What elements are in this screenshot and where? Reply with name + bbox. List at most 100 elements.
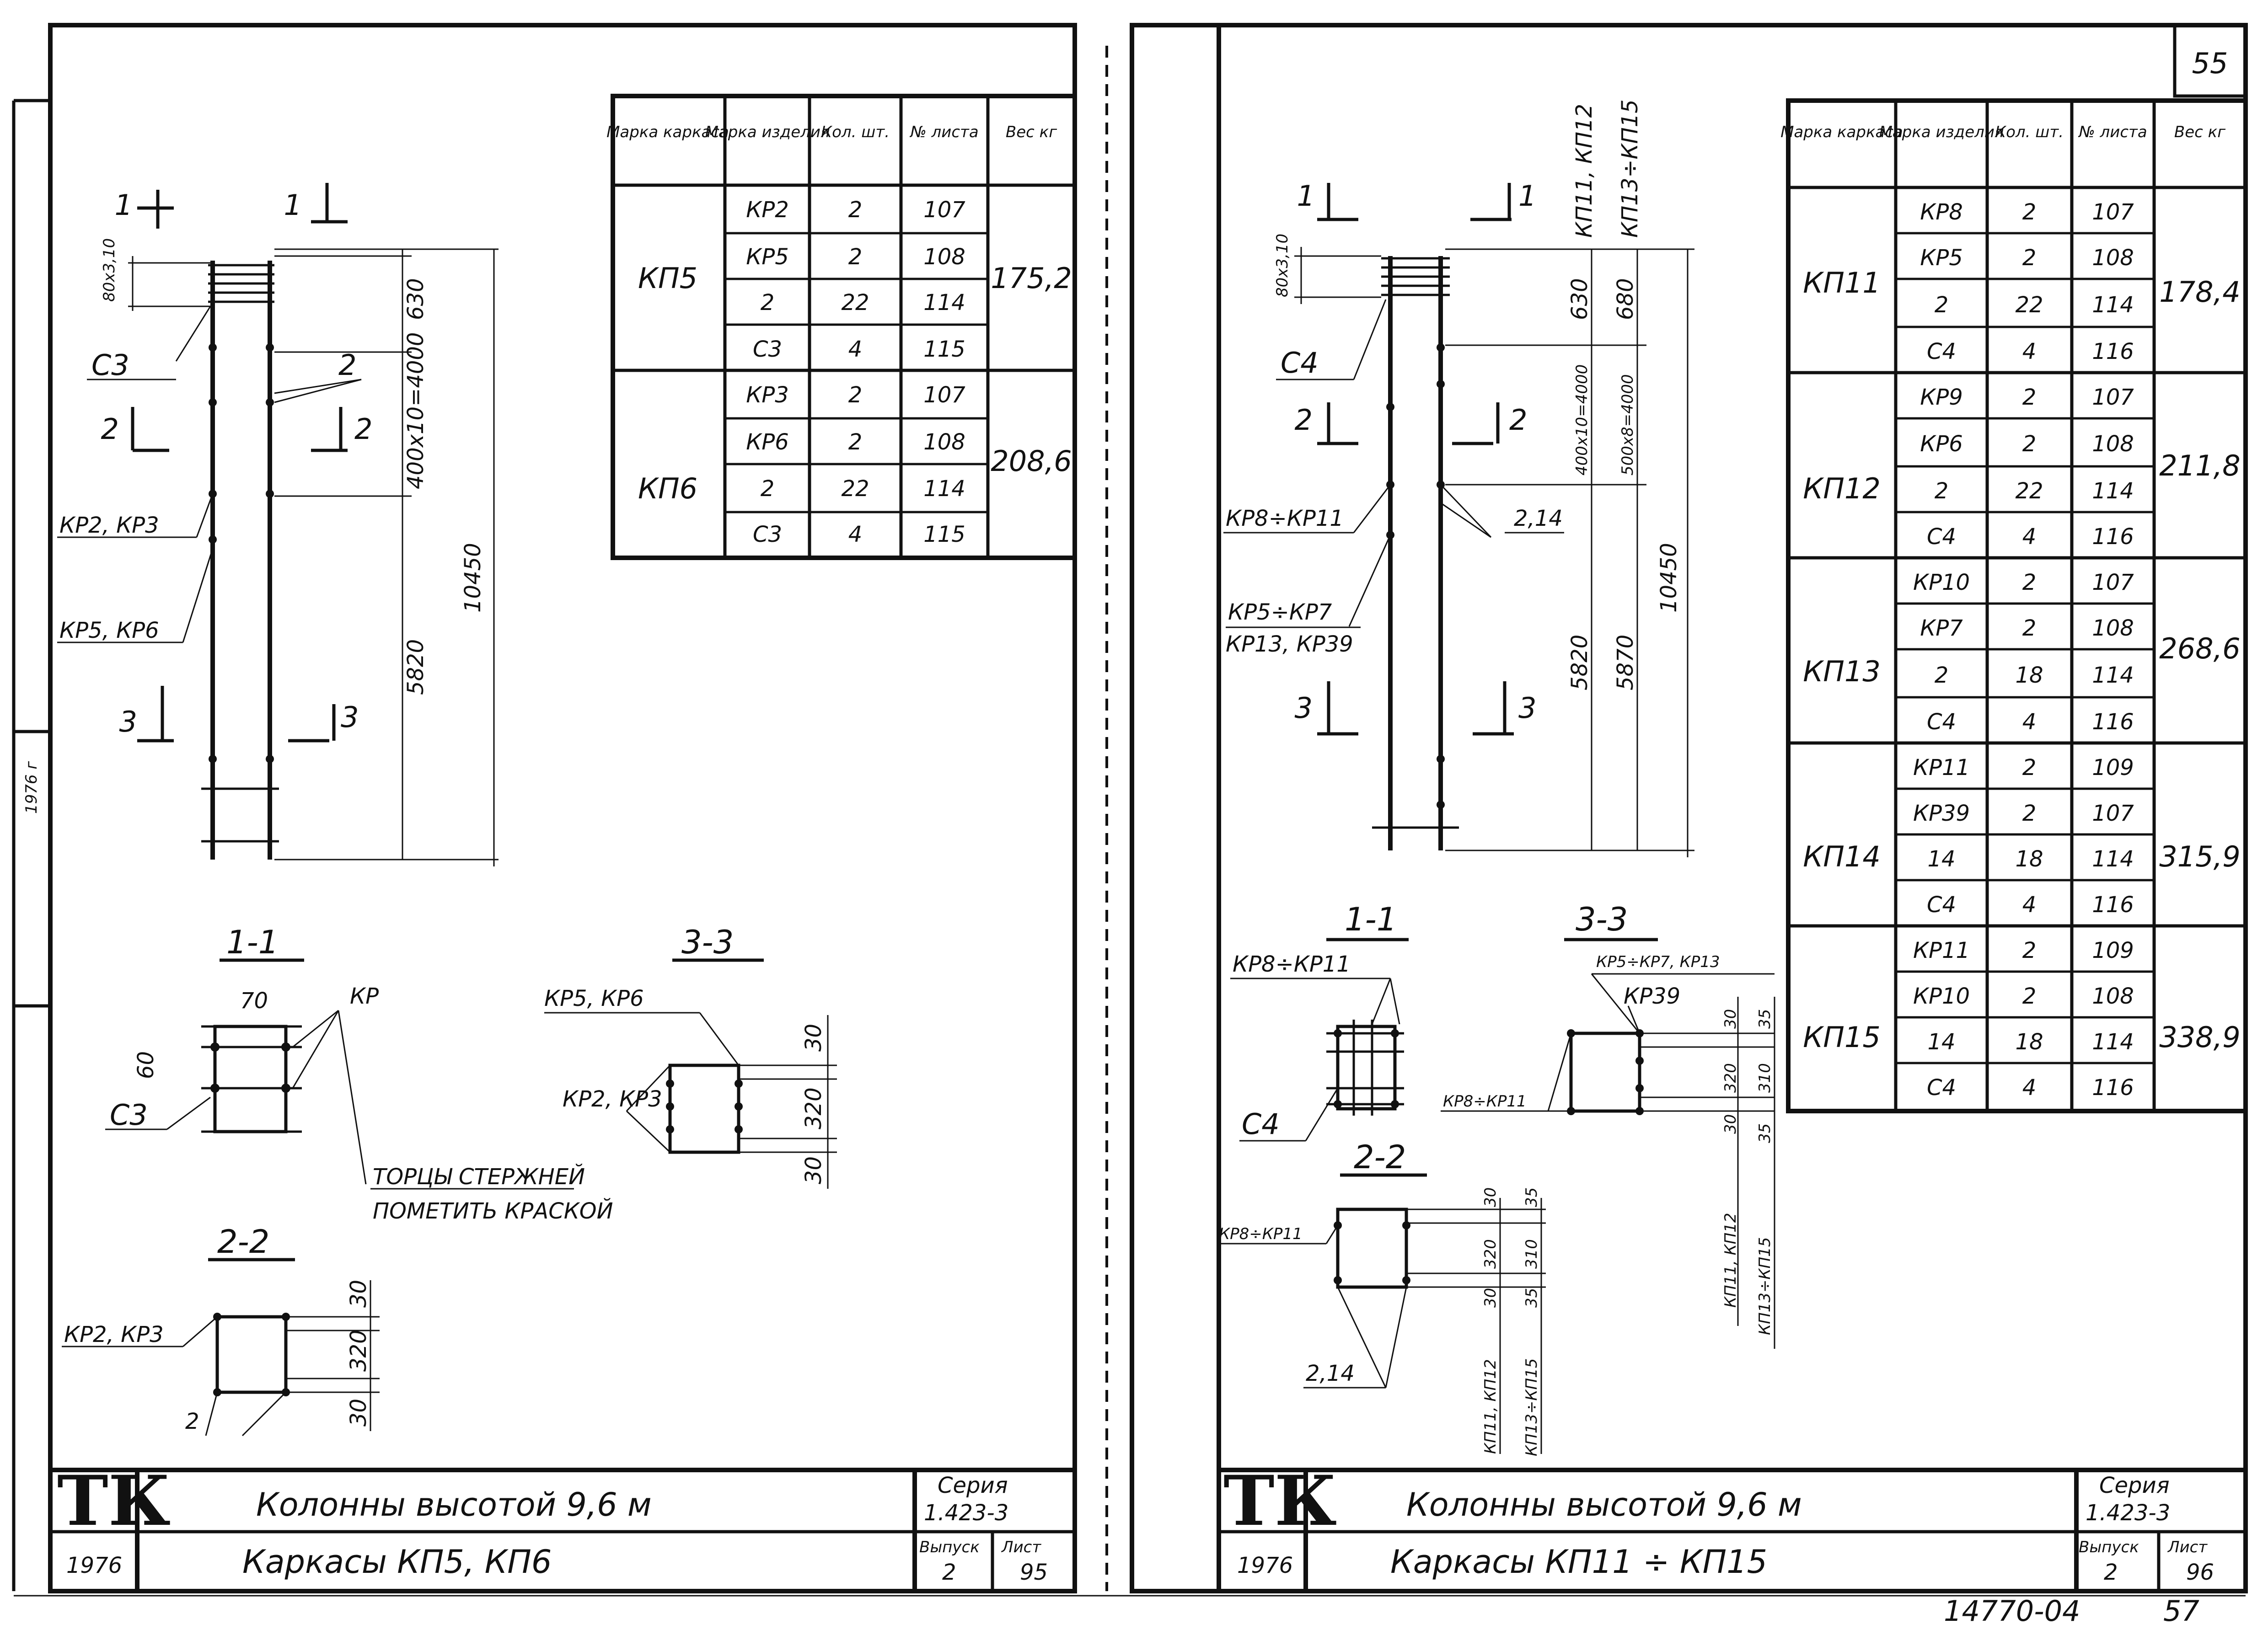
title-line-2: Каркасы КП5, КП6 [242, 1543, 552, 1581]
column-variant: КП13÷КП15 [1523, 1358, 1541, 1456]
label-2: 2 [185, 1409, 199, 1434]
table-cell: 108 [923, 429, 965, 455]
table-cell: 114 [2092, 846, 2134, 872]
frame-weight: 175,2 [991, 262, 1072, 295]
left-sheet-frame [48, 23, 1077, 1593]
table-cell: 4 [848, 522, 863, 547]
label-kr8-11: КР8÷КР11 [1443, 1092, 1527, 1111]
table-cell: 108 [2092, 245, 2134, 271]
table-cell: 4 [848, 337, 863, 362]
table-cell: 116 [2092, 524, 2134, 550]
column-variant: КП13÷КП15 [1756, 1237, 1774, 1335]
tk-logo: ТК [57, 1461, 171, 1541]
table-cell: КР6 [1920, 431, 1963, 457]
table-cell: 4 [2022, 709, 2037, 735]
dim-30: 30 [1481, 1288, 1500, 1308]
table-cell: 114 [2092, 663, 2134, 688]
table-cell: 18 [2015, 846, 2043, 872]
table-cell: 114 [2092, 478, 2134, 504]
frame-weight: 338,9 [2159, 1021, 2241, 1054]
label-kr8-11: КР8÷КР11 [1219, 1225, 1303, 1243]
label-c4: С4 [1281, 346, 1319, 379]
table-cell: 4 [2022, 339, 2037, 364]
table-cell: КР10 [1913, 570, 1970, 595]
table-cell: КР9 [1920, 385, 1963, 410]
dim-400: 400х10=4000 [403, 332, 429, 489]
section-mark: 2 [101, 412, 119, 446]
dim-70: 70 [240, 988, 268, 1014]
table-cell: КР11 [1913, 755, 1970, 780]
label-c3: С3 [110, 1098, 148, 1132]
table-cell: 116 [2092, 709, 2134, 735]
dim-30: 30 [801, 1024, 826, 1052]
dim-400: 400х10=4000 [1573, 364, 1591, 476]
frame-weight: 315,9 [2159, 840, 2241, 873]
dim-320: 320 [346, 1330, 371, 1372]
margin-stamp: 1976 г [22, 761, 41, 814]
label-kr5-7: КР5÷КР7 [1228, 599, 1332, 625]
section-title-2-2: 2-2 [217, 1223, 269, 1261]
dim-5820: 5820 [1567, 635, 1592, 690]
label-kr5-7-13: КР5÷КР7, КР13 [1596, 953, 1720, 971]
table-cell: 2 [2022, 199, 2037, 225]
table-cell: 108 [2092, 615, 2134, 641]
table-cell: КР39 [1913, 801, 1970, 826]
dim-total: 10450 [1656, 543, 1682, 613]
page-number-box [2173, 23, 2247, 98]
section-mark: 1 [115, 188, 133, 222]
label-2-14: 2,14 [1306, 1361, 1355, 1386]
table-cell: 107 [2092, 385, 2134, 410]
table-cell: КР11 [1913, 938, 1970, 963]
dim-310: 310 [1523, 1239, 1541, 1269]
title-line-1: Колонны высотой 9,6 м [256, 1486, 652, 1523]
table-cell: 2 [2022, 801, 2037, 826]
header-sheet-no: № листа [909, 123, 978, 141]
table-cell: 14 [1927, 1029, 1955, 1055]
section-mark: 1 [284, 188, 302, 222]
table-cell: 14 [1927, 846, 1955, 872]
table-cell: 116 [2092, 339, 2134, 364]
table-cell: 22 [2015, 292, 2043, 318]
frame-weight: 268,6 [2159, 632, 2241, 665]
issue-label: Выпуск [2079, 1538, 2139, 1556]
title-line-2: Каркасы КП11 ÷ КП15 [1390, 1543, 1767, 1581]
table-cell: 107 [2092, 801, 2134, 826]
table-cell: 4 [2022, 524, 2037, 550]
table-cell: 116 [2092, 1075, 2134, 1101]
right-spec-table: Марка каркаса Марка изделия Кол. шт. № л… [1780, 98, 2248, 1113]
dim-60: 60 [133, 1051, 159, 1079]
left-column-elevation: 1 1 2 2 3 3 80х3,10 [57, 183, 499, 866]
archive-code: 14770-04 [1944, 1594, 2080, 1628]
section-mark: 3 [1295, 691, 1313, 725]
dim-30: 30 [346, 1280, 371, 1308]
frame-mark: КП12 [1803, 472, 1881, 505]
series-label: Серия [938, 1473, 1008, 1498]
dim-30: 30 [1481, 1187, 1500, 1207]
dim-630: 630 [1567, 278, 1592, 320]
sheet-number: 96 [2186, 1560, 2214, 1585]
section-title-2-2: 2-2 [1354, 1138, 1406, 1176]
left-sheet: 1976 г Марка каркаса Марка изделия Кол. … [12, 23, 1077, 1593]
dim-30: 30 [346, 1399, 371, 1427]
column-title: КП13÷КП15 [1617, 99, 1643, 238]
frame-mark: КП15 [1803, 1021, 1881, 1054]
sheet-label: Лист [2167, 1538, 2208, 1556]
label-kr13-39: КР13, КР39 [1226, 631, 1353, 657]
header-item-mark: Марка изделия [1879, 123, 2004, 141]
table-cell: 22 [841, 476, 869, 502]
table-cell: 114 [923, 290, 965, 315]
table-cell: 109 [2092, 938, 2134, 963]
label-kr39: КР39 [1624, 983, 1680, 1009]
header-frame-mark: Марка каркаса [606, 123, 729, 141]
table-cell: КР5 [1920, 245, 1963, 271]
right-sections: 1-1 КР8÷КР11 С4 3-3 КР5÷КР7, КР13 КР39 [1217, 901, 1775, 1456]
label-2-14: 2,14 [1514, 506, 1563, 531]
header-weight: Вес кг [2174, 123, 2226, 141]
label-kr56: КР5, КР6 [59, 618, 159, 643]
table-cell: 107 [923, 197, 965, 223]
table-cell: 2 [2022, 385, 2037, 410]
dim-320: 320 [801, 1087, 826, 1129]
page-number: 55 [2192, 47, 2228, 80]
table-cell: 108 [2092, 983, 2134, 1009]
table-cell: 4 [2022, 892, 2037, 918]
